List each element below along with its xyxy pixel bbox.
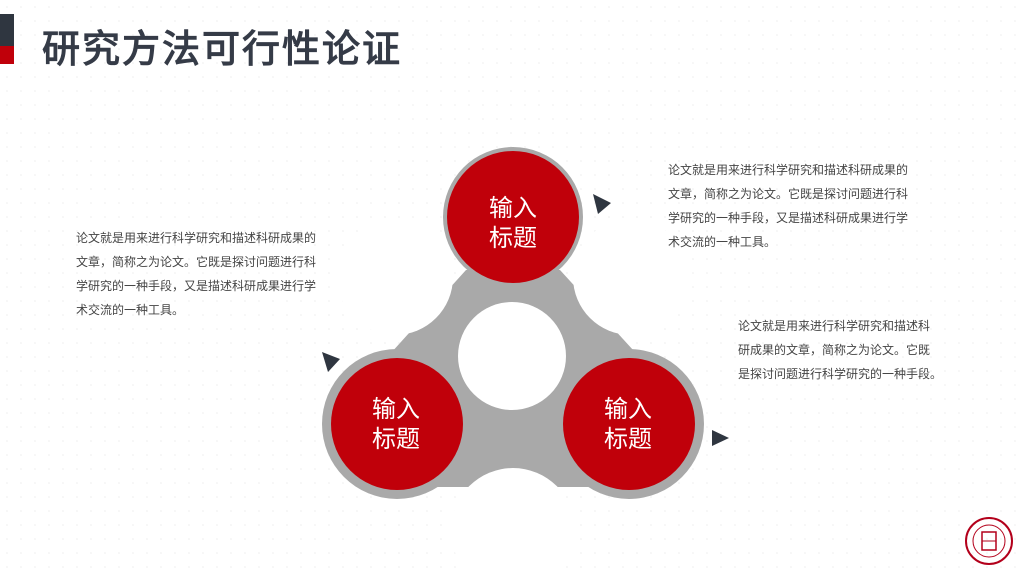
spinner-center-hole (458, 302, 566, 410)
node-top-circle[interactable] (447, 151, 579, 283)
spinner-cutout-bottom (451, 468, 575, 576)
page-title: 研究方法可行性论证 (42, 27, 403, 71)
node-left-label[interactable]: 输入 标题 (372, 395, 420, 453)
text-block-right-top: 论文就是用来进行科学研究和描述科研成果的 文章，简称之为论文。它既是探讨问题进行… (668, 163, 909, 249)
text-block-left: 论文就是用来进行科学研究和描述科研成果的 文章，简称之为论文。它既是探讨问题进行… (76, 231, 317, 317)
spinner-cutout-right (573, 219, 689, 335)
triangle-arrow-icon (593, 194, 611, 214)
node-right-label[interactable]: 输入 标题 (604, 395, 652, 453)
spinner-cutout-left (337, 219, 453, 335)
title-accent-dark (0, 14, 14, 46)
node-top-label[interactable]: 输入 标题 (489, 194, 537, 252)
node-left-circle[interactable] (331, 358, 463, 490)
title-accent-red (0, 46, 14, 64)
university-seal-icon (965, 517, 1013, 565)
node-right-circle[interactable] (563, 358, 695, 490)
triangle-arrow-icon (712, 430, 729, 446)
triangle-arrow-icon (322, 352, 340, 372)
text-block-right-mid: 论文就是用来进行科学研究和描述科 研成果的文章，简称之为论文。它既 是探讨问题进… (738, 319, 943, 381)
